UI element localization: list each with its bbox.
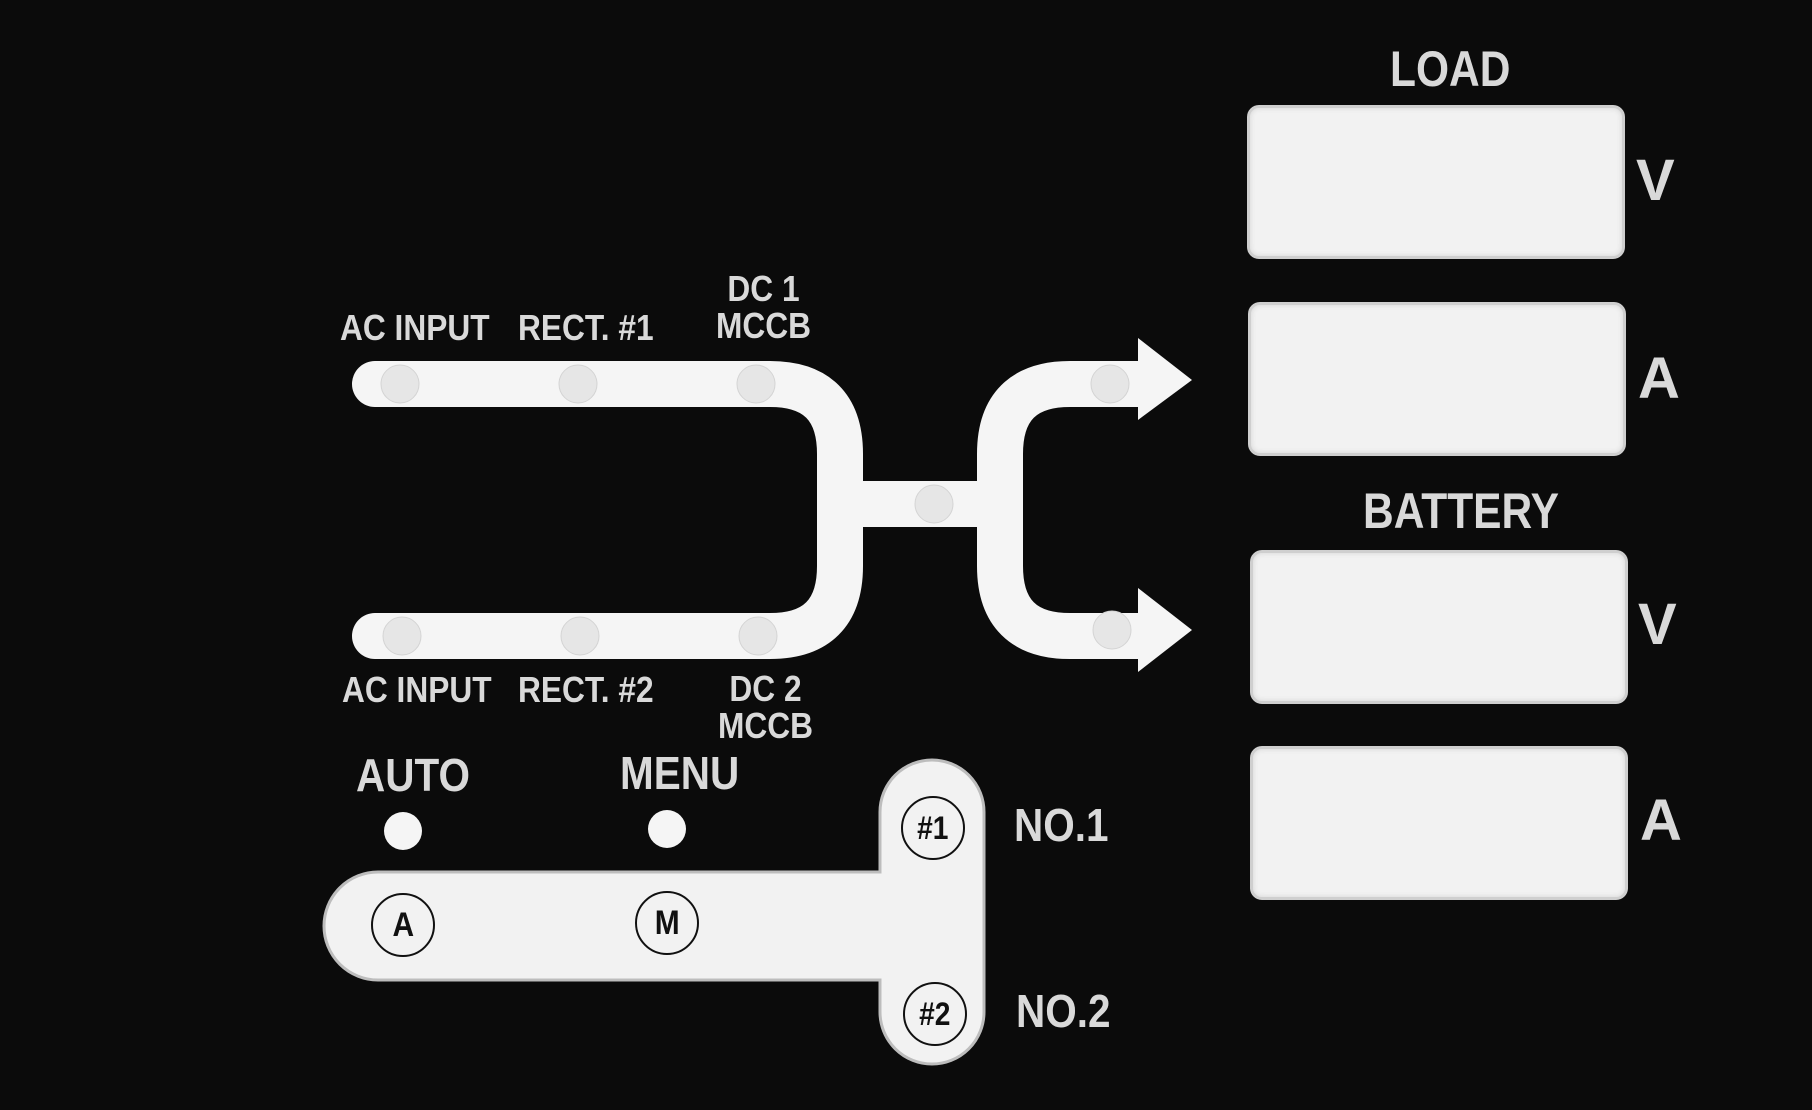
label-dc2: DC 2 (729, 668, 802, 709)
led-rect-2 (560, 616, 600, 656)
label-no2: NO.2 (1016, 985, 1111, 1037)
flow-path-upper (352, 361, 863, 527)
menu-indicator-led (648, 810, 686, 848)
led-rect-1 (558, 364, 598, 404)
load-voltage-display (1247, 105, 1625, 259)
battery-title: BATTERY (1363, 483, 1559, 539)
arrow-battery-icon (1138, 588, 1192, 672)
flow-path-out-lower (977, 504, 1140, 659)
led-dc1-mccb (736, 364, 776, 404)
label-mccb-2: MCCB (718, 705, 814, 747)
menu-key-label: M (654, 903, 680, 942)
label-dc2-mccb: DC 2 MCCB (718, 670, 813, 745)
led-ac-input-2 (382, 616, 422, 656)
label-rect-1: RECT. #1 (518, 307, 654, 348)
led-battery-output (1092, 610, 1132, 650)
label-ac-input-1: AC INPUT (340, 307, 490, 348)
menu-key-button[interactable]: M (635, 891, 699, 955)
label-no1: NO.1 (1014, 799, 1109, 851)
label-dc1: DC 1 (727, 268, 800, 309)
label-rect-2: RECT. #2 (518, 669, 654, 710)
led-ac-input-1 (380, 364, 420, 404)
led-load-output (1090, 364, 1130, 404)
label-dc1-mccb: DC 1 MCCB (716, 270, 811, 345)
flow-path-lower (352, 481, 863, 659)
label-mccb-1: MCCB (716, 305, 812, 347)
battery-current-unit: A (1640, 788, 1682, 853)
auto-key-label: A (392, 905, 414, 944)
load-voltage-unit: V (1636, 148, 1675, 213)
rect2-select-button[interactable]: #2 (903, 982, 967, 1046)
battery-voltage-unit: V (1638, 592, 1677, 657)
led-dc2-mccb (738, 616, 778, 656)
auto-indicator-led (384, 812, 422, 850)
load-current-unit: A (1638, 346, 1680, 411)
load-current-display (1248, 302, 1626, 456)
load-title: LOAD (1390, 41, 1511, 97)
rect1-key-label: #1 (917, 809, 949, 846)
battery-current-display (1250, 746, 1628, 900)
rect2-key-label: #2 (919, 995, 951, 1032)
label-auto: AUTO (356, 749, 470, 801)
auto-key-button[interactable]: A (371, 893, 435, 957)
battery-voltage-display (1250, 550, 1628, 704)
label-ac-input-2: AC INPUT (342, 669, 492, 710)
label-menu: MENU (620, 747, 740, 799)
led-common-bus (914, 484, 954, 524)
flow-path-out-upper (977, 361, 1140, 504)
arrow-load-icon (1138, 338, 1192, 420)
rect1-select-button[interactable]: #1 (901, 796, 965, 860)
